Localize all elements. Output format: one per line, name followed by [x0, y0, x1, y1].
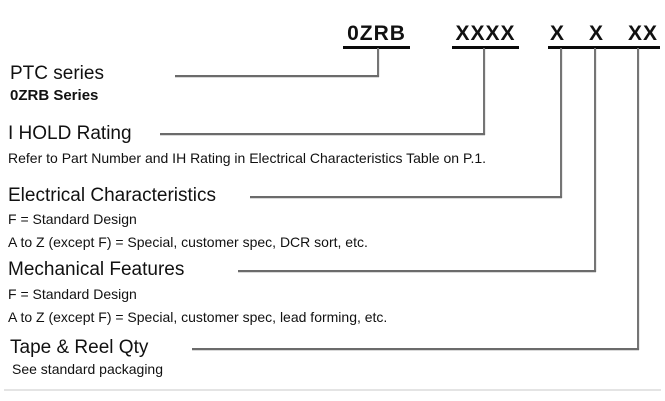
- section-desc-mechanical-standard: F = Standard Design: [8, 286, 137, 302]
- part-code-suffix-group: X X XX: [548, 20, 660, 49]
- connector-vline-electrical: [560, 48, 562, 198]
- section-desc-electrical-special: A to Z (except F) = Special, customer sp…: [8, 234, 368, 250]
- part-code-mechanical-feature-text: X: [588, 22, 604, 45]
- connector-vline-mechanical: [594, 48, 596, 272]
- section-title-tape-reel-qty: Tape & Reel Qty: [10, 337, 149, 358]
- connector-vline-tape-reel: [637, 48, 639, 350]
- part-code-tape-reel-text: XX: [627, 22, 658, 45]
- part-code-series-text: 0ZRB: [347, 22, 406, 45]
- section-desc-ihold-rating: Refer to Part Number and IH Rating in El…: [8, 150, 487, 166]
- section-title-mechanical-features: Mechanical Features: [8, 259, 185, 280]
- connector-hline-electrical: [250, 196, 562, 198]
- section-desc-electrical-standard: F = Standard Design: [8, 211, 137, 227]
- section-title-electrical-characteristics: Electrical Characteristics: [8, 185, 216, 206]
- bottom-divider: [4, 389, 661, 391]
- part-code-electrical-char-text: X: [550, 22, 566, 45]
- connector-hline-tape-reel: [192, 348, 639, 350]
- connector-hline-mechanical: [238, 270, 596, 272]
- connector-vline-ih-rating: [483, 48, 485, 135]
- connector-hline-ptc-series: [175, 75, 379, 77]
- connector-vline-series: [377, 48, 379, 77]
- section-desc-tape-reel: See standard packaging: [12, 361, 163, 377]
- part-code-ih-text: XXXX: [455, 22, 516, 45]
- section-desc-mechanical-special: A to Z (except F) = Special, customer sp…: [8, 309, 388, 325]
- part-code-segment-ih-rating: XXXX: [452, 20, 519, 49]
- connector-hline-ih-rating: [160, 133, 485, 135]
- section-title-ptc-series: PTC series: [10, 63, 104, 84]
- section-desc-ptc-series: 0ZRB Series: [10, 87, 99, 104]
- section-title-ihold-rating: I HOLD Rating: [8, 123, 132, 144]
- part-code-segment-series: 0ZRB: [343, 20, 410, 49]
